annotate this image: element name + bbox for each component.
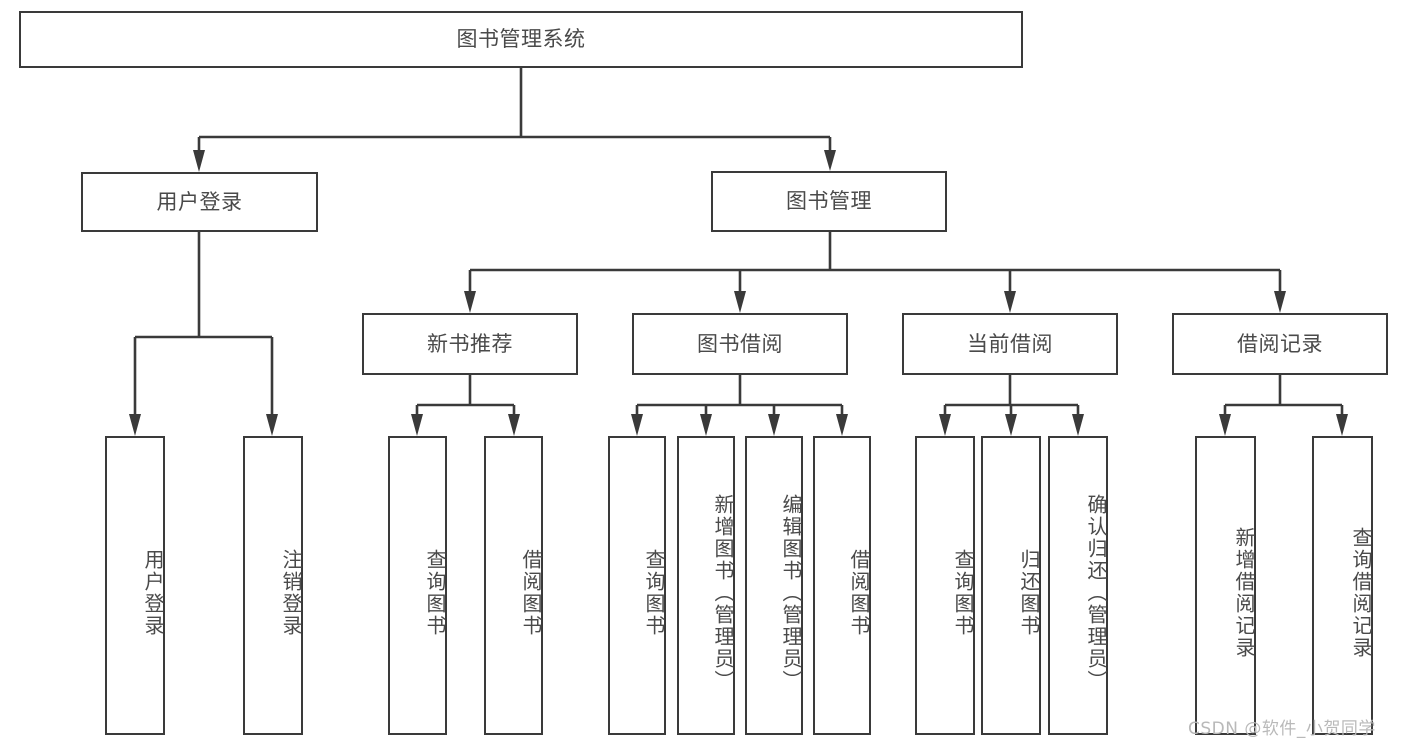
arrowhead-user-login xyxy=(193,150,205,172)
leaf-add-borrow-record[interactable]: 新增借阅记录 xyxy=(1195,436,1256,735)
arrowhead-book-mgmt xyxy=(824,150,836,171)
leaf-borrow-book-label: 借阅图书 xyxy=(847,548,871,637)
leaf-return-book-label: 归还图书 xyxy=(1017,548,1041,637)
arrowhead-leaf-edit-book xyxy=(768,414,780,436)
node-new-book-recommend-label: 新书推荐 xyxy=(427,331,513,356)
leaf-query-book-current-label: 查询图书 xyxy=(951,548,975,637)
arrowhead-leaf-borrow-book-2 xyxy=(836,414,848,436)
leaf-edit-book[interactable]: 编辑图书（管理员） xyxy=(745,436,803,735)
node-book-borrow[interactable]: 图书借阅 xyxy=(632,313,848,375)
arrowhead-leaf-query-record xyxy=(1336,414,1348,436)
leaf-query-book-recommend[interactable]: 查询图书 xyxy=(388,436,447,735)
arrowhead-leaf-add-record xyxy=(1219,414,1231,436)
leaf-query-book-borrow[interactable]: 查询图书 xyxy=(608,436,666,735)
arrowhead-leaf-confirm-return xyxy=(1072,414,1084,436)
arrowhead-new-book-recommend xyxy=(464,291,476,313)
leaf-logout-label: 注销登录 xyxy=(279,548,303,637)
leaf-borrow-book-recommend[interactable]: 借阅图书 xyxy=(484,436,543,735)
leaf-query-book-current[interactable]: 查询图书 xyxy=(915,436,975,735)
node-book-management[interactable]: 图书管理 xyxy=(711,171,947,232)
arrowhead-leaf-query-book-1 xyxy=(411,414,423,436)
node-book-borrow-label: 图书借阅 xyxy=(697,331,783,356)
leaf-borrow-book-recommend-label: 借阅图书 xyxy=(519,548,543,637)
leaf-add-book[interactable]: 新增图书（管理员） xyxy=(677,436,735,735)
node-root-label: 图书管理系统 xyxy=(456,27,586,52)
arrowhead-leaf-logout xyxy=(266,414,278,436)
arrowhead-leaf-query-book-3 xyxy=(939,414,951,436)
node-borrow-records[interactable]: 借阅记录 xyxy=(1172,313,1388,375)
node-root-system[interactable]: 图书管理系统 xyxy=(19,11,1023,68)
node-user-login[interactable]: 用户登录 xyxy=(81,172,318,232)
arrowhead-book-borrow xyxy=(734,291,746,313)
arrowhead-current-borrow xyxy=(1004,291,1016,313)
leaf-query-book-recommend-label: 查询图书 xyxy=(423,548,447,637)
csdn-watermark: CSDN @软件_小贺同学 xyxy=(1188,719,1376,739)
node-new-book-recommend[interactable]: 新书推荐 xyxy=(362,313,578,375)
leaf-add-borrow-record-label: 新增借阅记录 xyxy=(1232,526,1256,659)
node-user-login-label: 用户登录 xyxy=(156,189,243,214)
arrowhead-leaf-query-book-2 xyxy=(631,414,643,436)
leaf-user-login-label: 用户登录 xyxy=(141,548,165,637)
leaf-return-book[interactable]: 归还图书 xyxy=(981,436,1041,735)
arrowhead-leaf-return-book xyxy=(1005,414,1017,436)
leaf-borrow-book[interactable]: 借阅图书 xyxy=(813,436,871,735)
arrowhead-borrow-records xyxy=(1274,291,1286,313)
node-book-management-label: 图书管理 xyxy=(786,189,872,214)
leaf-edit-book-label: 编辑图书（管理员） xyxy=(779,493,803,692)
leaf-add-book-label: 新增图书（管理员） xyxy=(711,493,735,692)
leaf-query-borrow-record[interactable]: 查询借阅记录 xyxy=(1312,436,1373,735)
leaf-logout[interactable]: 注销登录 xyxy=(243,436,303,735)
leaf-query-book-borrow-label: 查询图书 xyxy=(642,548,666,637)
leaf-confirm-return[interactable]: 确认归还（管理员） xyxy=(1048,436,1108,735)
arrowhead-leaf-user-login xyxy=(129,414,141,436)
node-borrow-records-label: 借阅记录 xyxy=(1237,331,1323,356)
leaf-query-borrow-record-label: 查询借阅记录 xyxy=(1349,526,1373,659)
node-current-borrow[interactable]: 当前借阅 xyxy=(902,313,1118,375)
leaf-user-login[interactable]: 用户登录 xyxy=(105,436,165,735)
leaf-confirm-return-label: 确认归还（管理员） xyxy=(1084,493,1108,692)
node-current-borrow-label: 当前借阅 xyxy=(967,331,1053,356)
arrowhead-leaf-add-book xyxy=(700,414,712,436)
arrowhead-leaf-borrow-book-1 xyxy=(508,414,520,436)
